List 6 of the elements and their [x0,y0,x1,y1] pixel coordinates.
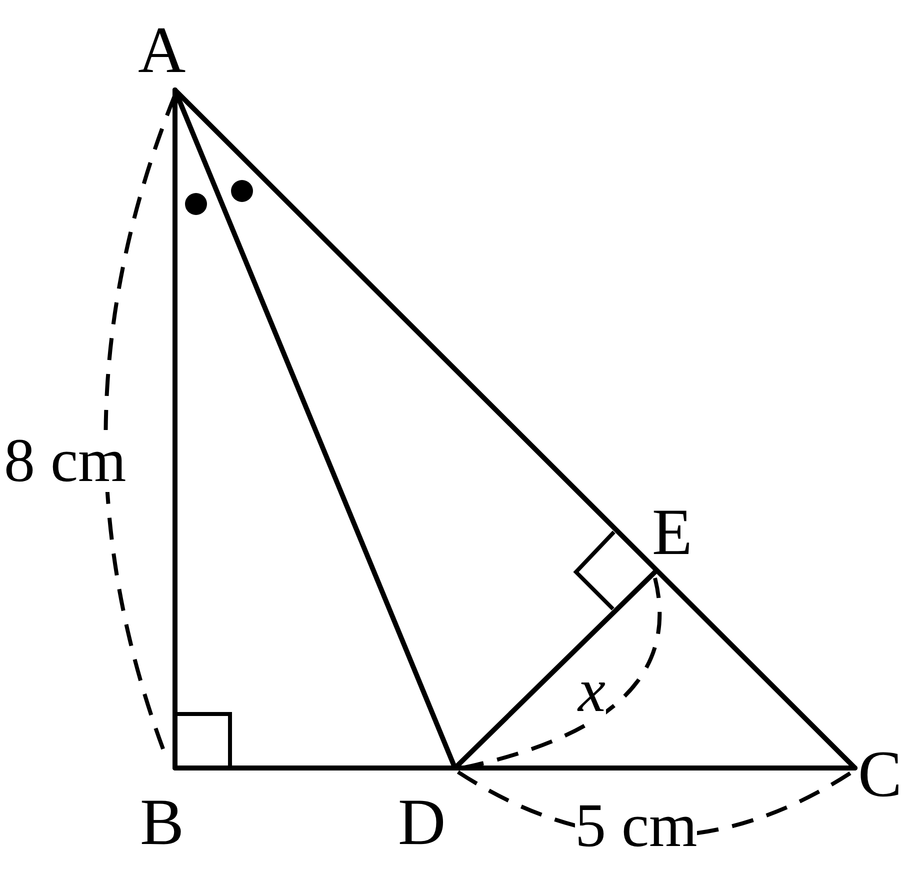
vertex-label: D [398,790,446,856]
vertex-label: A [138,18,186,84]
length-label: 8 cm [4,430,126,492]
vertex-label: E [652,500,692,566]
vertex-label: B [140,790,184,856]
vertex-label: C [858,742,902,808]
